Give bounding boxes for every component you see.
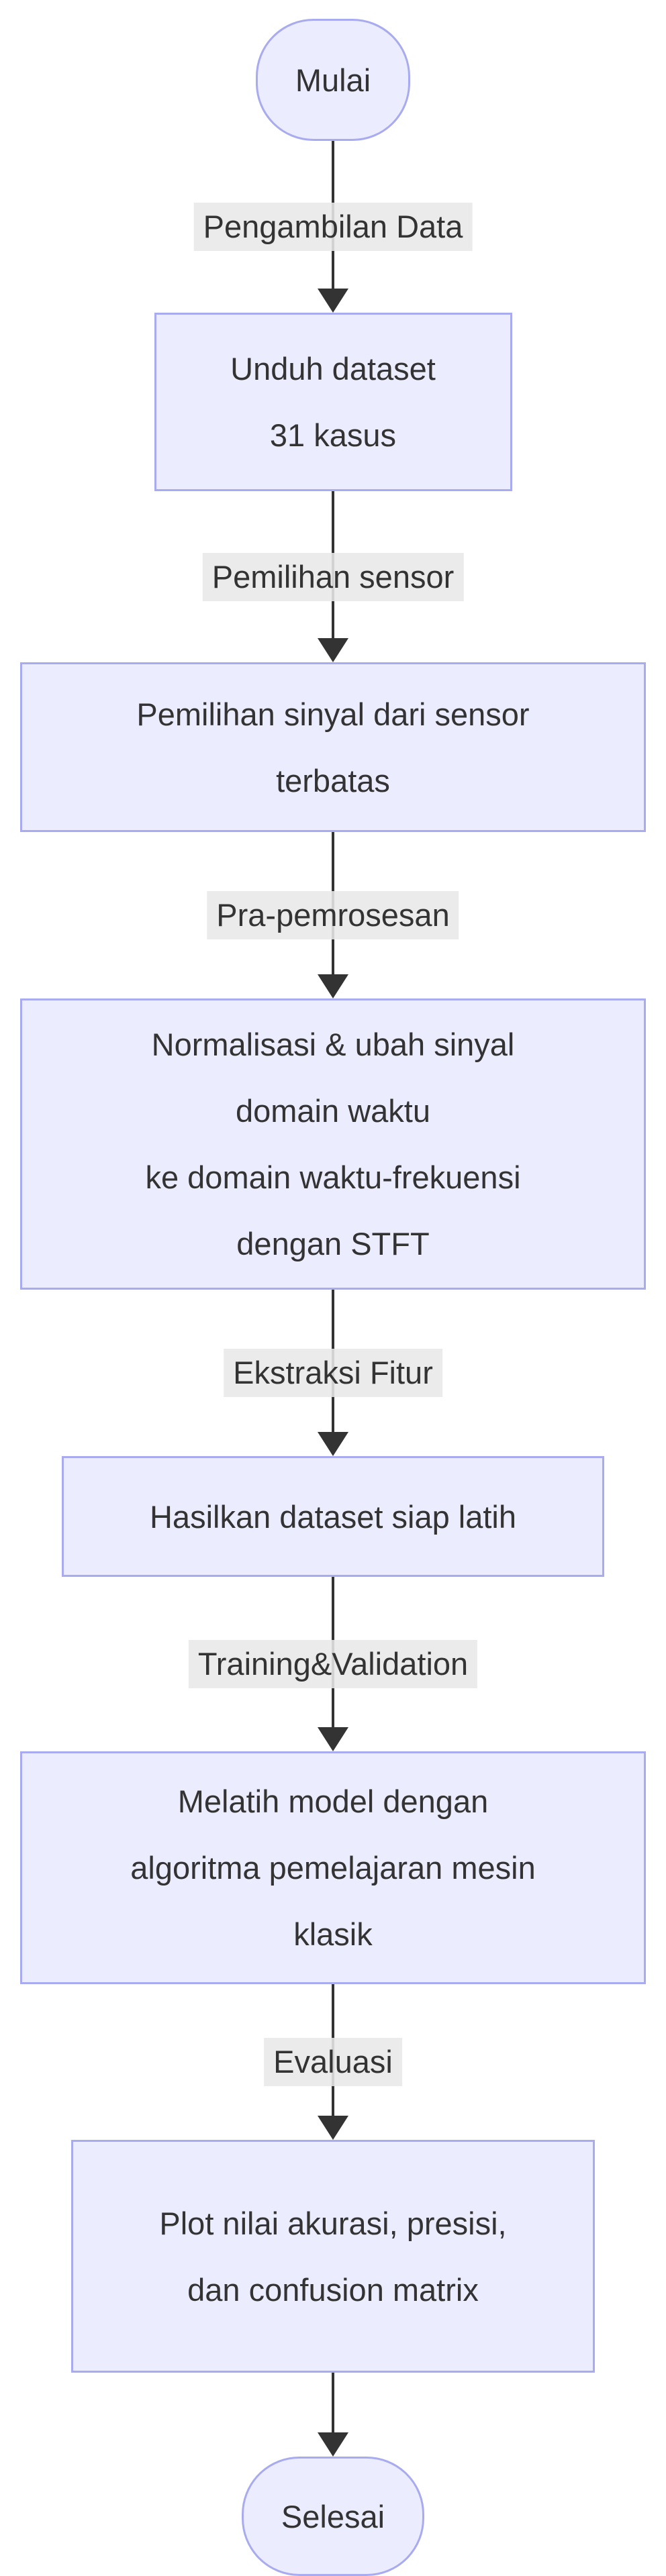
node-text-line: dan confusion matrix xyxy=(187,2271,479,2308)
node-start-label: Mulai xyxy=(295,62,371,98)
node-start: Mulai xyxy=(256,19,410,141)
arrowhead-icon xyxy=(318,638,348,662)
node-text-line: algoritma pemelajaran mesin xyxy=(130,1850,536,1886)
node-text-line: terbatas xyxy=(276,762,390,798)
edge-start-to-download: Pengambilan Data xyxy=(0,141,666,313)
edge-plot-to-end xyxy=(0,2373,666,2457)
node-signal-selection: Pemilihan sinyal dari sensor terbatas xyxy=(20,662,646,832)
arrowhead-icon xyxy=(318,2432,348,2457)
node-text-line: 31 kasus xyxy=(269,417,397,453)
edge-dataset-to-train: Training&Validation xyxy=(0,1577,666,1751)
arrowhead-icon xyxy=(318,1727,348,1751)
node-text-line: klasik xyxy=(293,1916,373,1952)
node-ready-dataset: Hasilkan dataset siap latih xyxy=(62,1456,604,1577)
edge-train-to-plot: Evaluasi xyxy=(0,1984,666,2140)
arrowhead-icon xyxy=(318,974,348,998)
node-text-line: Pemilihan sinyal dari sensor xyxy=(136,696,530,732)
node-normalization-stft-text: Normalisasi & ubah sinyal domain waktu k… xyxy=(145,1011,520,1277)
node-text-line: Melatih model dengan xyxy=(177,1784,489,1819)
node-plot-metrics-text: Plot nilai akurasi, presisi, dan confusi… xyxy=(159,2190,506,2323)
node-text-line: Normalisasi & ubah sinyal xyxy=(151,1027,515,1062)
edge-label-evaluasi: Evaluasi xyxy=(264,2038,402,2086)
node-text-line: Plot nilai akurasi, presisi, xyxy=(159,2205,507,2241)
node-train-model-text: Melatih model dengan algoritma pemelajar… xyxy=(130,1768,535,1967)
arrowhead-icon xyxy=(318,2116,348,2140)
node-download-dataset-text: Unduh dataset 31 kasus xyxy=(230,336,436,468)
node-text-line: Hasilkan dataset siap latih xyxy=(149,1498,517,1535)
node-text-line: dengan STFT xyxy=(236,1226,430,1261)
edge-label-pengambilan-data: Pengambilan Data xyxy=(193,203,473,251)
node-plot-metrics: Plot nilai akurasi, presisi, dan confusi… xyxy=(71,2140,595,2373)
node-end: Selesai xyxy=(242,2457,424,2576)
edge-label-training-validation: Training&Validation xyxy=(188,1640,478,1688)
arrowhead-icon xyxy=(318,289,348,313)
edge-preprocess-to-dataset: Ekstraksi Fitur xyxy=(0,1290,666,1456)
node-text-line: domain waktu xyxy=(235,1093,430,1129)
edge-label-pemilihan-sensor: Pemilihan sensor xyxy=(202,552,464,601)
node-end-label: Selesai xyxy=(281,2498,385,2534)
node-download-dataset: Unduh dataset 31 kasus xyxy=(154,313,512,491)
node-normalization-stft: Normalisasi & ubah sinyal domain waktu k… xyxy=(20,998,646,1290)
node-text-line: ke domain waktu-frekuensi xyxy=(145,1160,521,1195)
edge-label-ekstraksi-fitur: Ekstraksi Fitur xyxy=(224,1349,442,1397)
node-ready-dataset-text: Hasilkan dataset siap latih xyxy=(150,1484,516,1550)
node-signal-selection-text: Pemilihan sinyal dari sensor terbatas xyxy=(136,681,529,814)
node-text-line: Unduh dataset xyxy=(230,351,436,387)
edge-select-to-preprocess: Pra-pemrosesan xyxy=(0,832,666,998)
edge-line xyxy=(332,2373,334,2436)
node-train-model: Melatih model dengan algoritma pemelajar… xyxy=(20,1751,646,1984)
edge-download-to-select: Pemilihan sensor xyxy=(0,491,666,662)
arrowhead-icon xyxy=(318,1432,348,1456)
edge-label-pra-pemrosesan: Pra-pemrosesan xyxy=(207,891,459,939)
